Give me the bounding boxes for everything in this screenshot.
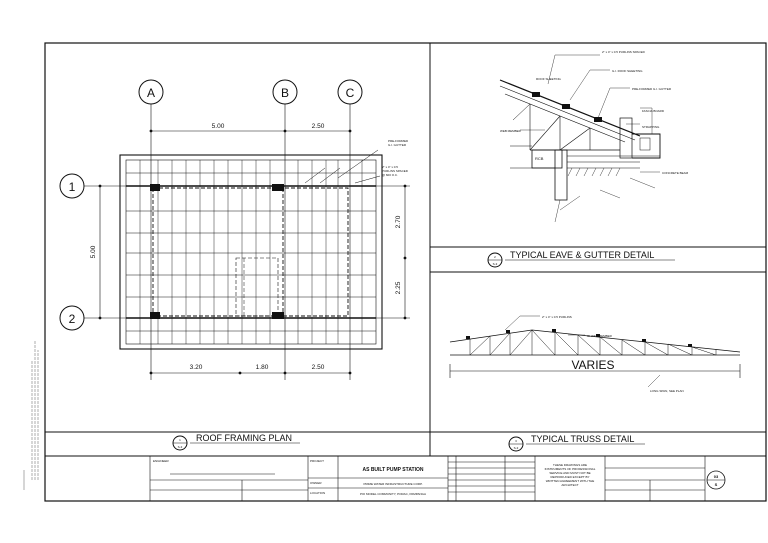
hidden-beams xyxy=(152,187,349,317)
truss-note-top: 2" x 4" x 0.5 PURLINS xyxy=(542,315,572,319)
eave-label-top: 2" x 4" x 0.5 PURLINS SPACED xyxy=(602,50,646,54)
dim-right-bottom: 2.25 xyxy=(395,281,402,294)
plan-title: ROOF FRAMING PLAN xyxy=(196,433,292,443)
dim-bottom-1: 3.20 xyxy=(190,364,203,371)
truss-title: TYPICAL TRUSS DETAIL xyxy=(531,434,634,444)
grid-bubble-c: C xyxy=(337,79,363,105)
svg-text:SERVICE AND MUST NOT BE: SERVICE AND MUST NOT BE xyxy=(549,471,590,475)
truss-note-bottom: LONG SPAN, SEE PLAN xyxy=(650,389,684,393)
svg-text:RCB: RCB xyxy=(535,156,544,161)
svg-text:FASCIA BOARD: FASCIA BOARD xyxy=(642,109,665,113)
svg-text:S-3: S-3 xyxy=(514,446,519,450)
truss-title-block: 3 S-3 TYPICAL TRUSS DETAIL xyxy=(508,434,645,452)
label-owner: OWNER xyxy=(310,481,322,485)
svg-text:3: 3 xyxy=(515,439,517,443)
dim-top-bc: 2.50 xyxy=(312,123,325,130)
svg-text:2: 2 xyxy=(494,255,496,259)
plan-dimensions-top: 5.00 2.50 xyxy=(149,123,352,133)
owner-name: PRIME WATER INFRASTRUCTURE CORP. xyxy=(363,482,422,486)
plan-dimensions-right: 2.70 2.25 xyxy=(395,184,407,320)
svg-text:PRE-FORMED G.I. GUTTER: PRE-FORMED G.I. GUTTER xyxy=(632,87,672,91)
truss-span-label: VARIES xyxy=(571,358,614,372)
label-engineer: ENGINEER xyxy=(153,459,170,463)
project-name: AS BUILT PUMP STATION xyxy=(362,467,423,473)
title-block: ENGINEER PROJECT OWNER LOCATION AS BUILT… xyxy=(149,456,726,501)
svg-text:G.I. ROOF SHEETING: G.I. ROOF SHEETING xyxy=(612,69,643,73)
svg-text:03: 03 xyxy=(714,474,719,479)
sheet-number: 03 S xyxy=(706,470,726,490)
svg-text:S-3: S-3 xyxy=(493,262,498,266)
svg-text:WEB MEMBER: WEB MEMBER xyxy=(500,129,522,133)
svg-text:ARCHITECT: ARCHITECT xyxy=(561,483,578,487)
eave-title: TYPICAL EAVE & GUTTER DETAIL xyxy=(510,250,654,260)
note-leaders xyxy=(304,149,381,184)
svg-text:STRAPPING: STRAPPING xyxy=(642,125,660,129)
columns xyxy=(150,184,284,319)
grid-label-c: C xyxy=(346,86,355,100)
side-notes xyxy=(23,340,39,490)
label-project: PROJECT xyxy=(310,459,324,463)
svg-text:PRE-FORMED: PRE-FORMED xyxy=(388,139,409,143)
svg-text:1: 1 xyxy=(179,438,181,442)
roof-framing-plan: A B C 1 2 5.00 2.50 xyxy=(59,79,410,451)
svg-text:S: S xyxy=(715,482,718,487)
svg-text:REPRODUCED EXCEPT BY: REPRODUCED EXCEPT BY xyxy=(551,475,590,479)
rafters xyxy=(139,160,363,344)
plan-dimension-left: 5.00 xyxy=(90,184,102,320)
grid-bubble-a: A xyxy=(138,79,164,105)
svg-text:WRITTEN AGREEMENT WITH THE: WRITTEN AGREEMENT WITH THE xyxy=(546,479,595,483)
truss-detail: 2" x 4" x 0.5 PURLINS GI WEB MEMBER VARI… xyxy=(449,315,741,452)
dim-bottom-2: 1.80 xyxy=(256,364,269,371)
project-location: PIO MODEL COMMUNITY, PORAC, PAMPANGA xyxy=(360,492,426,496)
svg-text:INSTRUMENTS OF PROFESSIONAL: INSTRUMENTS OF PROFESSIONAL xyxy=(545,467,596,471)
plan-title-block: 1 S-3 ROOF FRAMING PLAN xyxy=(172,433,300,451)
svg-text:@ 600 O.C.: @ 600 O.C. xyxy=(382,173,398,177)
svg-text:ROOF SHEETING: ROOF SHEETING xyxy=(536,77,562,81)
svg-text:S-3: S-3 xyxy=(178,445,183,449)
purlins xyxy=(126,172,376,332)
roof-outline xyxy=(119,154,383,350)
grid-bubble-2: 2 xyxy=(59,305,85,331)
eave-gutter-detail: 2" x 4" x 0.5 PURLINS SPACED G.I. ROOF S… xyxy=(487,50,689,268)
dim-left: 5.00 xyxy=(90,245,97,258)
grid-label-b: B xyxy=(281,86,289,100)
disclaimer: THESE DRAWINGS ARE INSTRUMENTS OF PROFES… xyxy=(545,463,596,487)
dim-top-ab: 5.00 xyxy=(212,123,225,130)
grid-label-a: A xyxy=(147,86,155,100)
dim-right-top: 2.70 xyxy=(395,215,402,228)
dim-bottom-3: 2.50 xyxy=(312,364,325,371)
grid-bubble-1: 1 xyxy=(59,173,85,199)
truss-note-mid: GI WEB MEMBER xyxy=(587,334,613,338)
svg-text:PURLINS SPACED: PURLINS SPACED xyxy=(382,169,409,173)
svg-text:CONCRETE BEAM: CONCRETE BEAM xyxy=(662,171,689,175)
svg-text:THESE DRAWINGS ARE: THESE DRAWINGS ARE xyxy=(553,463,587,467)
label-location: LOCATION xyxy=(310,491,325,495)
svg-text:G.I. GUTTER: G.I. GUTTER xyxy=(388,143,407,147)
grid-label-1: 1 xyxy=(69,180,76,194)
grid-label-2: 2 xyxy=(69,312,76,326)
plan-note: PRE-FORMED G.I. GUTTER 2" x 4" x 0.5 PUR… xyxy=(382,139,409,177)
grid-bubble-b: B xyxy=(272,79,298,105)
svg-text:2" x 4" x 0.5: 2" x 4" x 0.5 xyxy=(382,165,398,169)
eave-title-block: 2 S-3 TYPICAL EAVE & GUTTER DETAIL xyxy=(487,250,675,268)
plan-dimensions-bottom: 3.20 1.80 2.50 xyxy=(149,364,352,375)
